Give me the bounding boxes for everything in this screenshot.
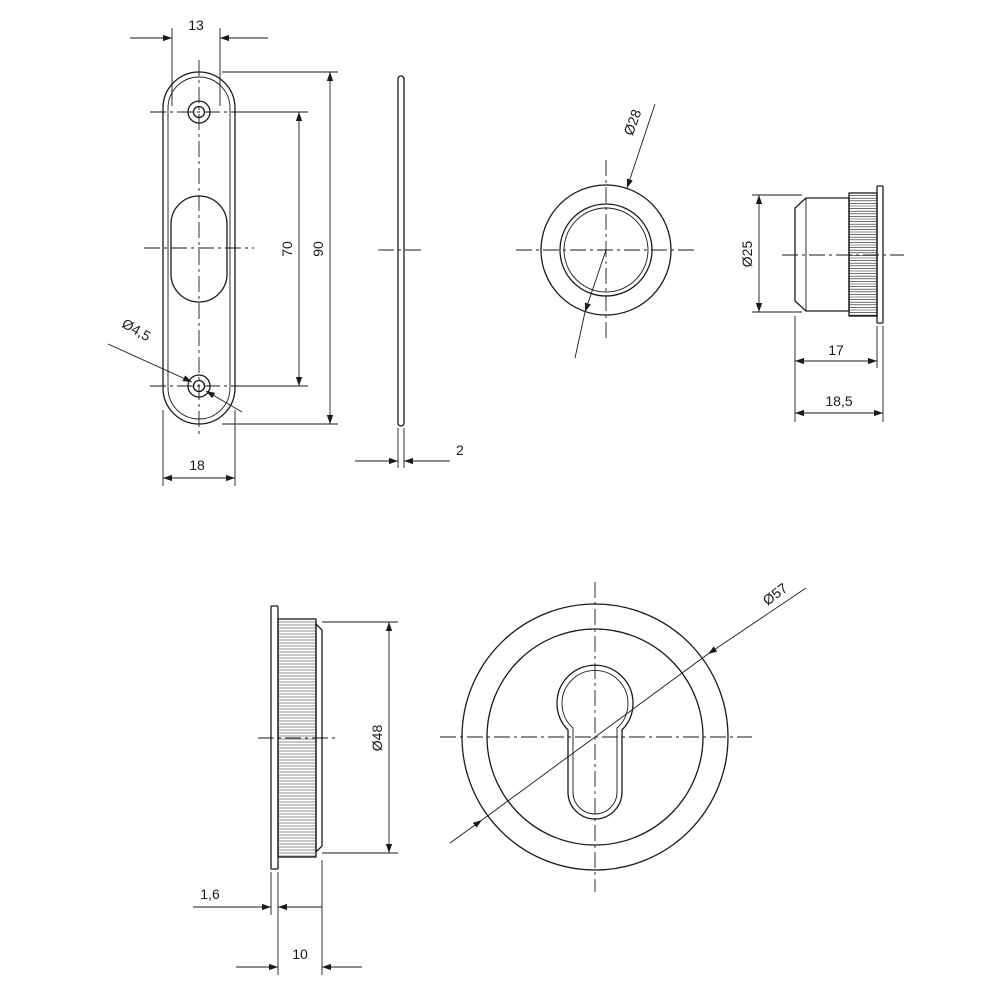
dim-large-diameter: Ø48: [322, 621, 398, 854]
label-plate-width: 18: [189, 457, 205, 473]
dim-large-outer: Ø57: [449, 580, 807, 844]
label-large-depth: 10: [292, 946, 308, 962]
label-small-insert: Ø25: [739, 241, 755, 268]
dim-large-flange: 1,6: [193, 872, 322, 975]
pull-plate-side-view: [378, 75, 424, 427]
keyhole-cutout: [556, 664, 634, 820]
large-pull-front-view: [440, 582, 752, 892]
label-plate-spacing: 70: [279, 241, 295, 257]
dim-plate-spacing: 70: [245, 111, 308, 387]
dim-large-depth: 10: [236, 860, 362, 975]
dim-small-total: 18,5: [795, 393, 883, 417]
large-pull-knurling: [278, 621, 316, 857]
dim-plate-top-width: 13: [130, 17, 268, 106]
dim-plate-hole: Ø4,5: [107, 315, 243, 413]
label-plate-height: 90: [310, 241, 326, 257]
large-pull-side-view: [258, 605, 336, 870]
label-plate-hole: Ø4,5: [119, 315, 153, 344]
dim-small-insert: Ø25: [739, 194, 802, 313]
dim-plate-height: 90: [222, 71, 338, 425]
label-large-outer: Ø57: [760, 580, 791, 609]
label-small-total: 18,5: [825, 393, 852, 409]
label-plate-top-width: 13: [188, 17, 204, 33]
label-large-diameter: Ø48: [369, 725, 385, 752]
small-pull-front-view: [516, 160, 698, 342]
label-plate-thickness: 2: [456, 442, 464, 458]
small-pull-side-view: [782, 185, 904, 324]
dim-plate-width: 18: [162, 410, 236, 486]
dim-plate-thickness: 2: [355, 428, 464, 468]
small-pull-knurling: [849, 195, 877, 316]
label-small-outer: Ø28: [620, 107, 644, 138]
label-small-depth: 17: [828, 342, 844, 358]
dim-small-depth: 17: [794, 316, 884, 422]
label-large-flange: 1,6: [200, 886, 220, 902]
pull-plate-front-view: [144, 60, 254, 438]
